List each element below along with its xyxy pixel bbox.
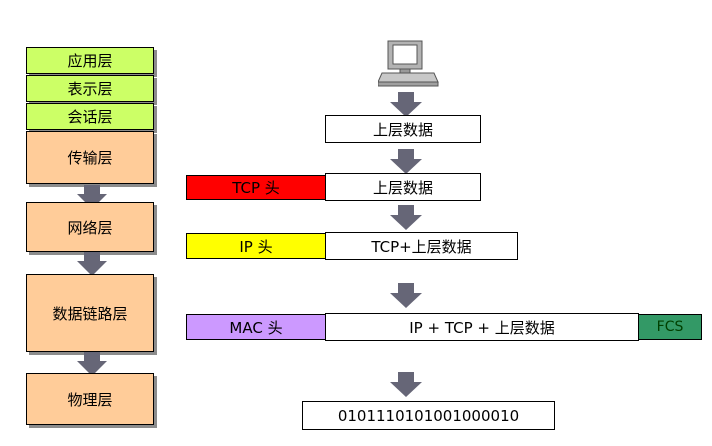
frame-payload-box: IP + TCP + 上层数据 [325, 313, 639, 341]
bitstream-label: 0101110101001000010 [337, 406, 520, 425]
ip-payload-box: TCP+上层数据 [325, 232, 518, 260]
layer-datalink: 数据链路层 [26, 274, 154, 352]
fcs-trailer: FCS [638, 314, 702, 340]
layer-datalink-label: 数据链路层 [52, 304, 128, 323]
down-arrow-icon [390, 149, 422, 174]
down-arrow-icon [77, 252, 107, 276]
layer-presentation-label: 表示层 [67, 80, 113, 98]
computer-icon [378, 40, 439, 87]
layer-transport-label: 传输层 [67, 149, 113, 167]
fcs-label: FCS [656, 319, 684, 335]
down-arrow-icon [77, 352, 107, 376]
mac-header-label: MAC 头 [229, 318, 283, 337]
layer-application: 应用层 [26, 47, 154, 74]
layer-physical-label: 物理层 [67, 390, 113, 409]
tcp-payload-box: 上层数据 [325, 173, 481, 201]
layer-presentation: 表示层 [26, 75, 154, 102]
down-arrow-icon [77, 185, 107, 209]
down-arrow-icon [390, 372, 422, 397]
tcp-header-label: TCP 头 [232, 179, 280, 197]
layer-network-label: 网络层 [67, 218, 113, 237]
mac-header: MAC 头 [186, 314, 326, 340]
app-data-label: 上层数据 [372, 120, 433, 139]
tcp-payload-label: 上层数据 [372, 178, 433, 197]
ip-header-label: IP 头 [239, 237, 273, 256]
down-arrow-icon [390, 205, 422, 230]
layer-physical: 物理层 [26, 373, 154, 425]
layer-session-label: 会话层 [67, 108, 113, 126]
down-arrow-icon [390, 92, 422, 117]
tcp-header: TCP 头 [186, 175, 326, 200]
bitstream-box: 0101110101001000010 [302, 401, 555, 430]
layer-transport: 传输层 [26, 131, 154, 184]
app-data-box: 上层数据 [325, 115, 481, 143]
ip-header: IP 头 [186, 233, 326, 259]
layer-network: 网络层 [26, 202, 154, 252]
layer-application-label: 应用层 [67, 52, 113, 70]
ip-payload-label: TCP+上层数据 [371, 237, 472, 256]
frame-payload-label: IP + TCP + 上层数据 [409, 318, 555, 337]
layer-session: 会话层 [26, 103, 154, 130]
down-arrow-icon [390, 283, 422, 308]
